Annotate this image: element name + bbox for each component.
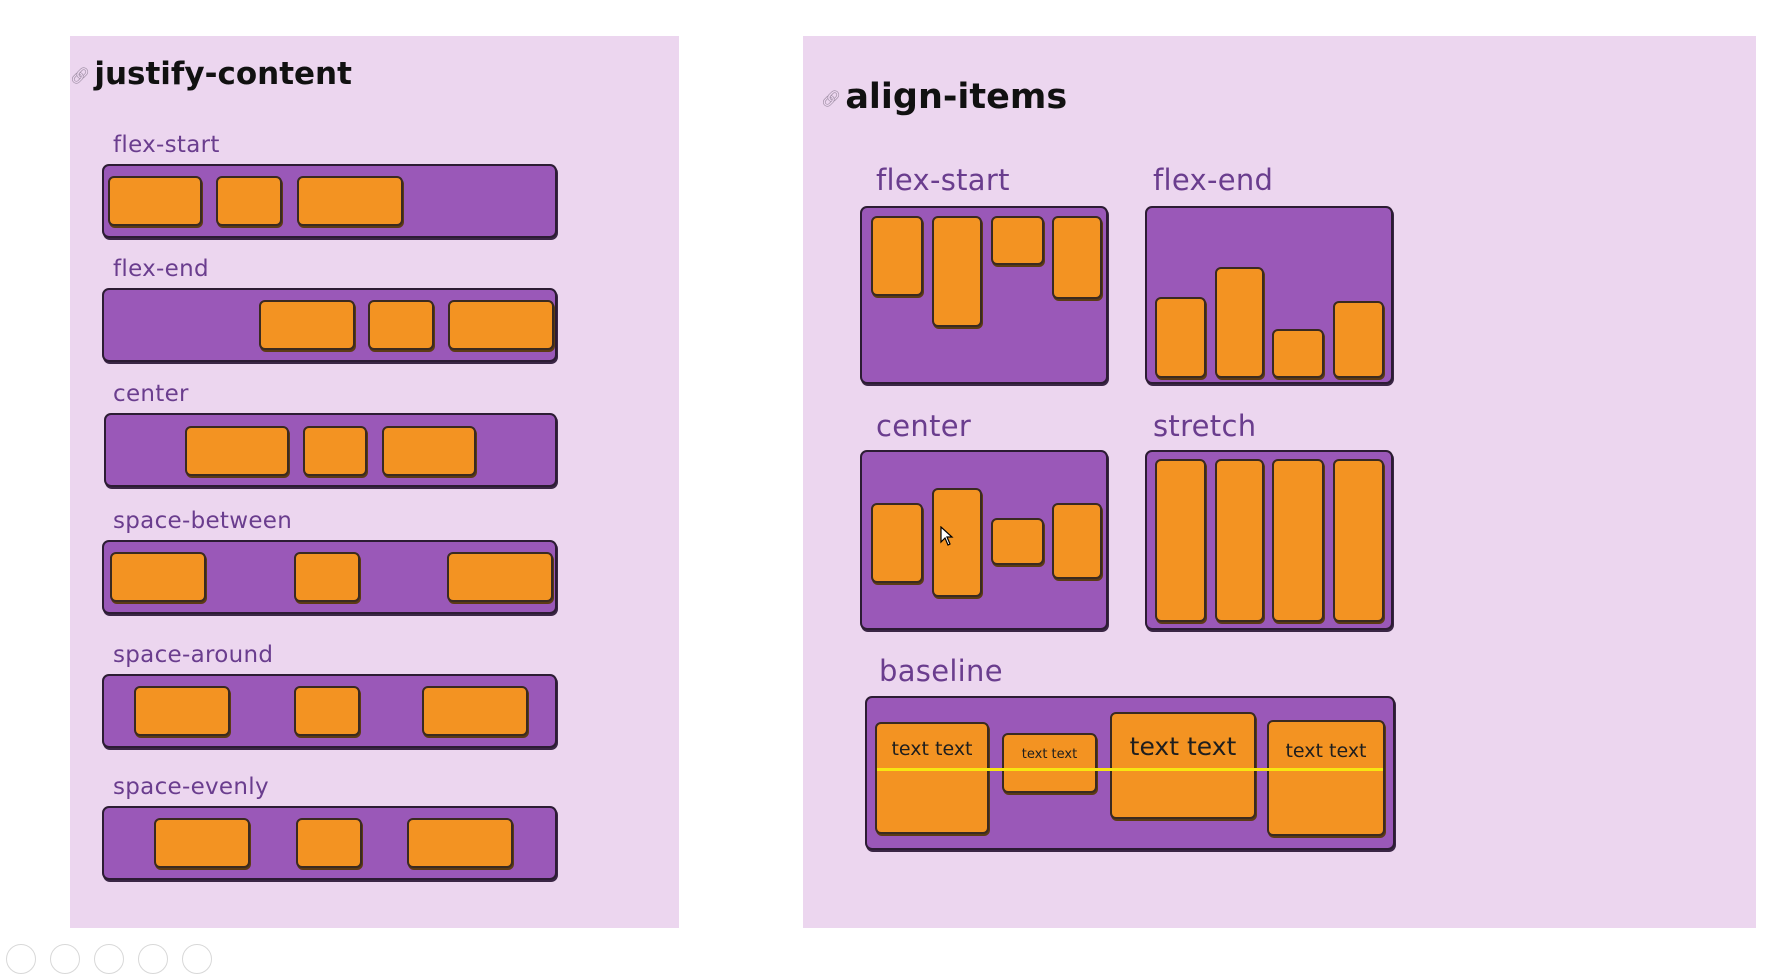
circle-button[interactable] <box>50 944 80 974</box>
align-items-panel: 🔗︎align-items flex-start flex-end center… <box>803 36 1756 928</box>
flex-item <box>294 686 360 736</box>
flex-item <box>448 300 554 350</box>
justify-space-evenly-container <box>102 806 557 880</box>
flex-item <box>1215 267 1264 378</box>
justify-center-container <box>104 413 557 487</box>
label-align-flex-start: flex-start <box>876 163 1010 197</box>
flex-item <box>991 518 1044 565</box>
label-center: center <box>113 381 189 407</box>
label-align-baseline: baseline <box>879 654 1003 688</box>
baseline-line <box>877 768 1383 771</box>
justify-content-heading: 🔗︎justify-content <box>70 56 352 92</box>
flex-item <box>1333 459 1384 622</box>
flex-item <box>216 176 282 226</box>
flex-item <box>382 426 476 476</box>
link-icon[interactable]: 🔗︎ <box>70 66 91 85</box>
circle-button[interactable] <box>182 944 212 974</box>
baseline-item: text text <box>875 722 989 834</box>
flex-item <box>110 552 206 602</box>
flex-item <box>185 426 289 476</box>
align-items-title: align-items <box>845 77 1068 117</box>
flex-item <box>294 552 360 602</box>
flex-item <box>871 503 923 583</box>
flex-item <box>447 552 553 602</box>
circle-button[interactable] <box>6 944 36 974</box>
baseline-item: text text <box>1002 733 1097 793</box>
label-flex-end: flex-end <box>113 256 209 282</box>
justify-space-between-container <box>102 540 557 614</box>
flex-item <box>871 216 923 296</box>
label-flex-start: flex-start <box>113 132 220 158</box>
link-icon[interactable]: 🔗︎ <box>821 88 842 108</box>
justify-content-title: justify-content <box>94 56 352 92</box>
label-align-center: center <box>876 409 972 443</box>
label-space-around: space-around <box>113 642 274 668</box>
flex-item <box>108 176 202 226</box>
align-baseline-container: text text text text text text text text <box>865 696 1395 850</box>
flex-item <box>1052 216 1102 299</box>
align-flex-start-container <box>860 206 1108 384</box>
label-space-evenly: space-evenly <box>113 774 269 800</box>
flex-item <box>991 216 1044 265</box>
flex-item <box>407 818 513 868</box>
flex-item <box>303 426 367 476</box>
flex-item <box>1052 503 1102 579</box>
flex-item <box>1155 459 1206 622</box>
baseline-item: text text <box>1110 712 1256 819</box>
justify-flex-start-container <box>102 164 557 238</box>
flex-item <box>1333 301 1384 378</box>
flex-item <box>134 686 230 736</box>
label-align-stretch: stretch <box>1153 409 1257 443</box>
circle-button[interactable] <box>94 944 124 974</box>
flex-item <box>296 818 362 868</box>
flex-item <box>1272 459 1324 622</box>
align-center-container <box>860 450 1108 630</box>
flex-item <box>932 488 982 597</box>
flex-item <box>154 818 250 868</box>
flex-item <box>1272 329 1324 378</box>
align-items-heading: 🔗︎align-items <box>821 77 1067 117</box>
label-space-between: space-between <box>113 508 293 534</box>
align-flex-end-container <box>1145 206 1393 384</box>
flex-item <box>368 300 434 350</box>
flex-item <box>422 686 528 736</box>
flex-item <box>1155 297 1206 378</box>
flex-item <box>297 176 403 226</box>
justify-flex-end-container <box>102 288 557 362</box>
baseline-item: text text <box>1267 720 1385 836</box>
mouse-cursor-icon <box>940 526 954 546</box>
label-align-flex-end: flex-end <box>1153 163 1274 197</box>
circle-button[interactable] <box>138 944 168 974</box>
justify-content-panel: 🔗︎justify-content flex-start flex-end ce… <box>70 36 679 928</box>
flex-item <box>1215 459 1264 622</box>
justify-space-around-container <box>102 674 557 748</box>
flex-item <box>259 300 355 350</box>
flex-item <box>932 216 982 327</box>
align-stretch-container <box>1145 450 1393 630</box>
